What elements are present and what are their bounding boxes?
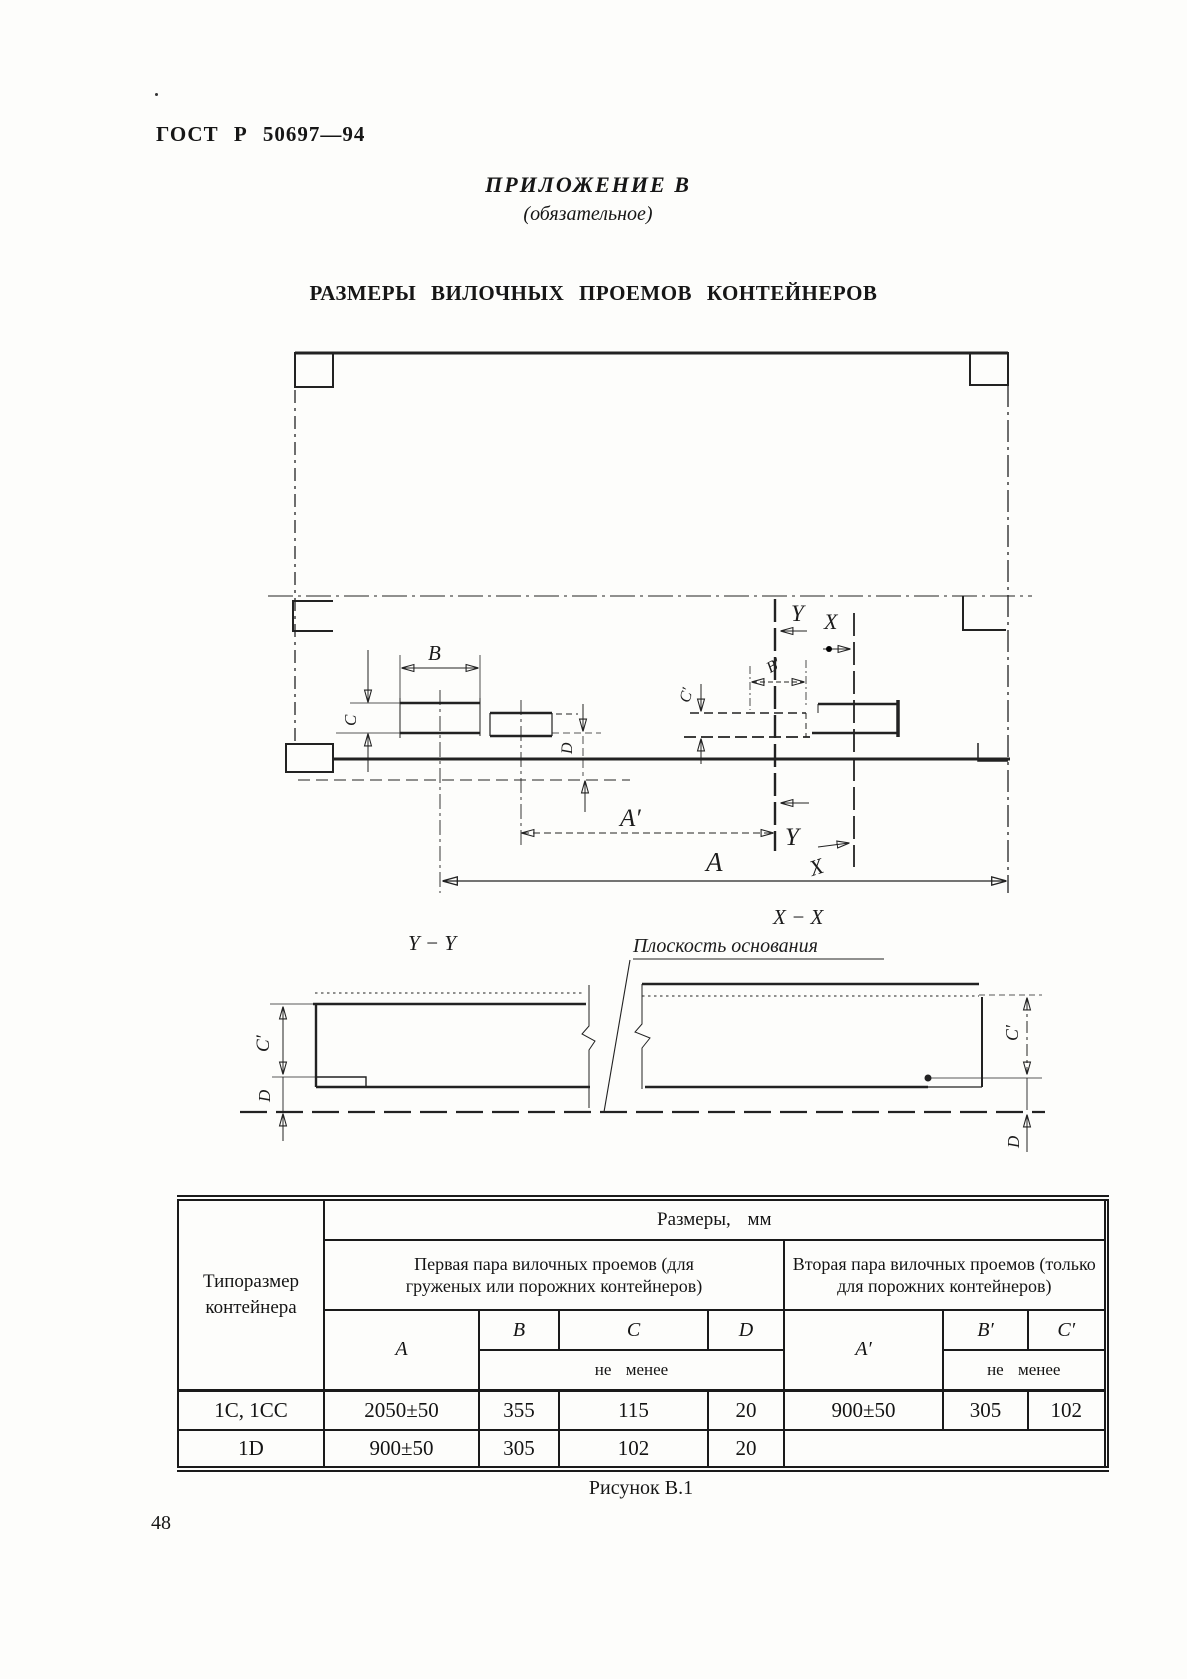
cell-type-1d: 1D <box>238 1436 264 1460</box>
cell-not-less-2: не менее <box>941 1350 1107 1392</box>
scan-speck <box>155 93 158 96</box>
table-row-groups: Первая пара вилочных проемов (для гружен… <box>178 1240 1107 1311</box>
type-header-line2: контейнера <box>205 1296 297 1318</box>
standard-code: ГОСТ Р 50697—94 <box>156 122 366 146</box>
label-dim-c-prime: C′ <box>677 686 697 705</box>
cell-1c-c2: 102 <box>1026 1390 1107 1431</box>
corner-fitting-bottom-left <box>285 743 334 773</box>
dimension-c-prime-plan: C′ <box>677 684 701 764</box>
label-sec-c-prime-right: C′ <box>1002 1024 1022 1041</box>
label-dim-a-prime: A′ <box>618 805 641 832</box>
page-title: РАЗМЕРЫ ВИЛОЧНЫХ ПРОЕМОВ КОНТЕЙНЕРОВ <box>309 281 878 305</box>
appendix-title: ПРИЛОЖЕНИЕ В <box>485 172 691 197</box>
group2-text: Вторая пара вилочных проемов (только для… <box>792 1253 1096 1297</box>
cell-1c-b2: 305 <box>942 1390 1028 1431</box>
dimension-c: C <box>336 650 400 772</box>
label-base-plane: Плоскость основания <box>632 935 818 957</box>
cell-1d-c: 102 <box>558 1430 708 1469</box>
cell-1d-second-pair-empty <box>782 1430 1107 1469</box>
label-sec-d-left: D <box>255 1089 274 1103</box>
cell-not-less-1: не менее <box>478 1350 784 1392</box>
cell-1c-a2: 900±50 <box>783 1390 943 1431</box>
section-view-xx: X − X Плоскость основания C′ D <box>632 905 1042 1152</box>
table-row-1d: 1D 900±50 305 102 20 <box>178 1430 1107 1469</box>
dimension-a-prime: A′ <box>522 805 773 833</box>
corner-fitting-mid-left <box>292 600 333 632</box>
cell-1d-d: 20 <box>707 1430 784 1469</box>
corner-fitting-mid-right <box>962 596 1006 631</box>
table-row-col-letters: A B C D A′ B′ C′ <box>178 1310 1107 1392</box>
cell-group2: Вторая пара вилочных проемов (только для… <box>782 1240 1107 1311</box>
fork-pockets-first-pair <box>399 690 578 893</box>
dimension-b: B <box>399 641 481 698</box>
corner-fitting-top-right <box>969 352 1009 386</box>
base-plane-line <box>240 959 1045 1114</box>
cell-1d-b: 305 <box>478 1430 559 1469</box>
cell-col-b-prime: B′ <box>942 1310 1028 1351</box>
label-section-x-top: X <box>823 609 839 634</box>
appendix-subtitle: (обязательное) <box>523 203 653 225</box>
table-row-size-header: Типоразмер контейнера Размеры, мм <box>178 1198 1107 1392</box>
dimensions-table: Типоразмер контейнера Размеры, мм Первая… <box>177 1195 1109 1472</box>
cell-col-a-prime: A′ <box>783 1310 943 1392</box>
group1-text: Первая пара вилочных проемов (для гружен… <box>405 1253 703 1297</box>
label-view-yy: Y − Y <box>408 931 458 955</box>
cell-1d-a: 900±50 <box>323 1430 479 1469</box>
page-number: 48 <box>151 1512 171 1534</box>
cell-col-a: A <box>323 1310 479 1392</box>
label-sec-c-prime-left: C′ <box>253 1034 274 1052</box>
cell-size-header: Размеры, мм <box>322 1198 1107 1241</box>
corner-fitting-top-left <box>294 352 334 388</box>
label-section-y-bottom: Y <box>785 824 802 851</box>
table-row-not-less: не менее не менее <box>178 1350 1107 1392</box>
cell-col-c: C <box>558 1310 708 1351</box>
plan-view-outline <box>268 351 1032 893</box>
label-dim-c: C <box>341 714 360 726</box>
label-section-x-bottom: X <box>805 853 828 882</box>
label-section-y-top: Y <box>791 601 806 626</box>
cell-1c-d: 20 <box>707 1390 784 1431</box>
cell-col-b: B <box>478 1310 559 1351</box>
cell-type-header: Типоразмер контейнера <box>178 1198 324 1392</box>
dimension-b-prime: B′ <box>749 655 807 710</box>
label-sec-d-right: D <box>1004 1135 1023 1149</box>
type-header-line1: Типоразмер <box>202 1271 300 1293</box>
table-row-1c-1cc: 1C, 1CC 2050±50 355 115 20 900±50 305 10… <box>178 1390 1107 1431</box>
cell-type-1c: 1C, 1CC <box>178 1390 324 1431</box>
cell-col-c-prime: C′ <box>1026 1310 1107 1351</box>
label-dim-d: D <box>559 742 576 755</box>
corner-fitting-bottom-right <box>977 743 1008 762</box>
cell-1c-c: 115 <box>558 1390 708 1431</box>
cell-1c-b: 355 <box>478 1390 559 1431</box>
label-dim-a: A <box>704 847 723 877</box>
label-dim-b-prime: B′ <box>764 655 784 677</box>
label-dim-b: B <box>428 641 441 665</box>
figure-caption: Рисунок В.1 <box>588 1477 694 1499</box>
label-view-xx: X − X <box>772 905 824 929</box>
cell-col-d: D <box>707 1310 784 1351</box>
fork-pockets-second-pair <box>684 700 900 738</box>
section-marks: Y Y X X <box>773 599 855 882</box>
dimension-a: A <box>443 847 1006 881</box>
cell-group1: Первая пара вилочных проемов (для гружен… <box>323 1240 784 1311</box>
section-view-yy: Y − Y C′ D <box>253 931 596 1141</box>
cell-1c-a: 2050±50 <box>323 1390 479 1431</box>
dimension-d: D <box>552 704 601 812</box>
